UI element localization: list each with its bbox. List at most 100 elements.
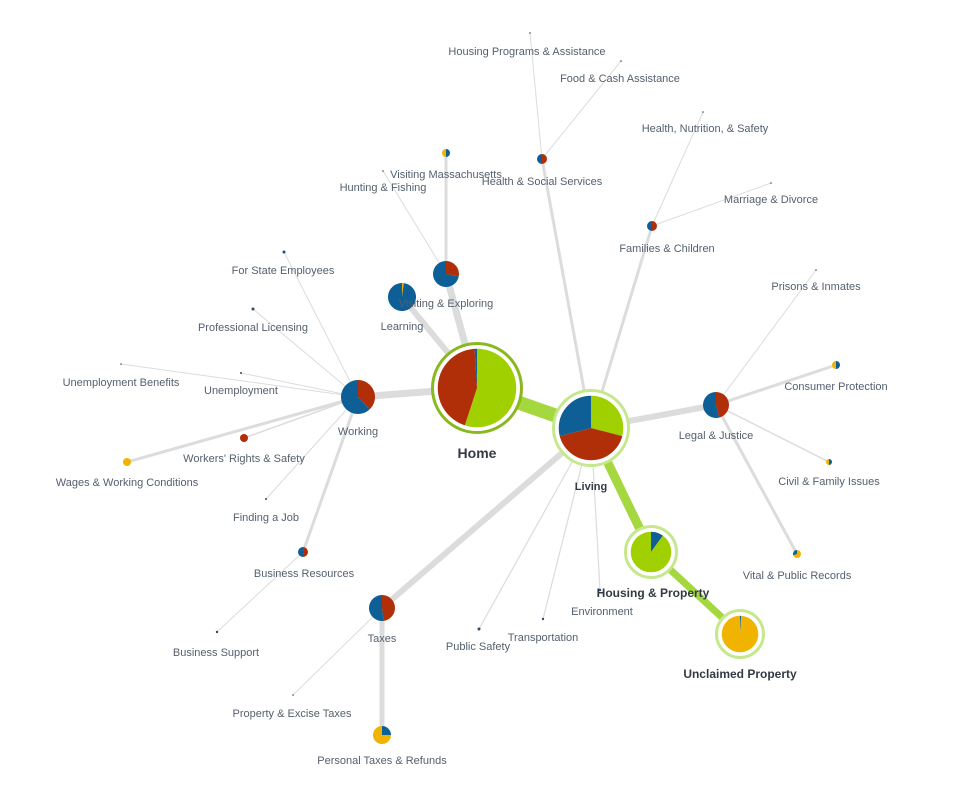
node-legal-justice[interactable]: [703, 392, 730, 419]
node-food-cash[interactable]: [620, 60, 622, 62]
node-learning-slice-blue: [388, 283, 417, 312]
edge-working-to-professional-licensing: [252, 308, 359, 398]
node-marriage-divorce[interactable]: [770, 182, 772, 184]
label-business-resources[interactable]: Business Resources: [254, 568, 355, 580]
label-working[interactable]: Working: [338, 426, 378, 438]
node-unclaimed-property[interactable]: [715, 609, 765, 659]
label-unemployment[interactable]: Unemployment: [204, 385, 278, 397]
node-housing-property[interactable]: [624, 525, 678, 579]
label-personal-taxes[interactable]: Personal Taxes & Refunds: [317, 755, 447, 767]
label-hunting-fishing[interactable]: Hunting & Fishing: [340, 182, 427, 194]
node-visiting-exploring[interactable]: [432, 261, 459, 287]
label-state-employees[interactable]: For State Employees: [232, 265, 335, 277]
label-unemployment-benefits[interactable]: Unemployment Benefits: [63, 377, 180, 389]
node-consumer-protection-slice-blue: [836, 361, 840, 369]
node-unemployment-dot: [240, 372, 242, 374]
label-marriage-divorce[interactable]: Marriage & Divorce: [724, 194, 818, 206]
label-environment[interactable]: Environment: [571, 606, 633, 618]
node-business-support[interactable]: [215, 630, 219, 634]
edge-legal-justice-to-consumer-protection: [714, 363, 838, 407]
edge-health-social-to-food-cash: [541, 60, 622, 160]
node-finding-job[interactable]: [265, 498, 267, 500]
edge-working-to-wages: [125, 395, 360, 464]
edge-taxes-to-property-excise: [292, 607, 383, 696]
node-families-children-slice-red: [652, 221, 657, 231]
label-transportation[interactable]: Transportation: [508, 632, 579, 644]
node-vital-records[interactable]: [793, 550, 801, 558]
label-taxes[interactable]: Taxes: [368, 633, 397, 645]
node-housing-property-slice-green: [630, 531, 673, 574]
label-visiting-exploring[interactable]: Visiting & Exploring: [399, 298, 494, 310]
node-business-support-dot: [215, 630, 219, 634]
node-unemployment[interactable]: [240, 372, 242, 374]
node-consumer-protection-slice-yellow: [832, 361, 836, 369]
label-professional-licensing[interactable]: Professional Licensing: [198, 322, 308, 334]
edge-working-to-state-employees: [283, 251, 359, 398]
edge-working-to-unemployment-benefits: [120, 363, 359, 398]
label-food-cash[interactable]: Food & Cash Assistance: [560, 73, 680, 85]
node-wages-slice-yellow: [123, 458, 131, 466]
label-workers-rights[interactable]: Workers' Rights & Safety: [183, 453, 305, 465]
node-living[interactable]: [552, 389, 630, 467]
node-visiting-ma[interactable]: [442, 149, 450, 157]
node-environment[interactable]: [598, 588, 602, 592]
node-state-employees[interactable]: [282, 250, 286, 254]
edge-families-children-to-marriage-divorce: [651, 182, 772, 227]
label-civil-family[interactable]: Civil & Family Issues: [778, 476, 880, 488]
label-legal-justice[interactable]: Legal & Justice: [679, 430, 754, 442]
node-public-safety-dot: [477, 627, 481, 631]
label-business-support[interactable]: Business Support: [173, 647, 259, 659]
node-health-nutrition[interactable]: [702, 111, 704, 113]
node-health-social[interactable]: [537, 154, 547, 164]
node-business-resources[interactable]: [298, 547, 308, 557]
label-families-children[interactable]: Families & Children: [619, 243, 714, 255]
node-home[interactable]: [431, 342, 523, 434]
node-legal-justice-slice-blue: [703, 392, 720, 419]
node-marriage-divorce-dot: [770, 182, 772, 184]
node-civil-family-slice-yellow: [826, 459, 829, 465]
node-taxes[interactable]: [368, 595, 395, 621]
label-housing-programs[interactable]: Housing Programs & Assistance: [448, 46, 605, 58]
node-public-safety[interactable]: [477, 627, 481, 631]
label-finding-job[interactable]: Finding a Job: [233, 512, 299, 524]
node-civil-family[interactable]: [826, 459, 832, 465]
node-prisons[interactable]: [815, 269, 817, 271]
label-living[interactable]: Living: [575, 481, 607, 493]
label-consumer-protection[interactable]: Consumer Protection: [784, 381, 887, 393]
node-visiting-ma-slice-blue: [446, 149, 450, 157]
label-housing-property[interactable]: Housing & Property: [597, 586, 710, 600]
label-wages[interactable]: Wages & Working Conditions: [56, 477, 199, 489]
node-property-excise[interactable]: [292, 694, 294, 696]
node-learning[interactable]: [388, 283, 417, 312]
label-health-nutrition[interactable]: Health, Nutrition, & Safety: [642, 123, 769, 135]
node-families-children[interactable]: [647, 221, 657, 231]
node-workers-rights-slice-red: [240, 434, 248, 442]
node-working[interactable]: [340, 380, 375, 415]
label-property-excise[interactable]: Property & Excise Taxes: [232, 708, 352, 720]
node-professional-licensing[interactable]: [251, 307, 255, 311]
node-vital-records-slice-blue: [793, 550, 797, 556]
node-wages[interactable]: [123, 458, 131, 466]
label-public-safety[interactable]: Public Safety: [446, 641, 511, 653]
label-learning[interactable]: Learning: [381, 321, 424, 333]
node-food-cash-dot: [620, 60, 622, 62]
label-health-social[interactable]: Health & Social Services: [482, 176, 603, 188]
label-unclaimed-property[interactable]: Unclaimed Property: [683, 667, 797, 681]
label-vital-records[interactable]: Vital & Public Records: [743, 570, 852, 582]
node-families-children-slice-blue: [647, 221, 652, 231]
edge-living-to-taxes: [379, 425, 594, 611]
node-unemployment-benefits[interactable]: [120, 363, 122, 365]
label-home[interactable]: Home: [458, 445, 497, 461]
node-workers-rights[interactable]: [240, 434, 248, 442]
node-personal-taxes[interactable]: [373, 726, 391, 744]
node-consumer-protection[interactable]: [832, 361, 840, 369]
node-housing-programs[interactable]: [529, 32, 531, 34]
node-transportation[interactable]: [541, 617, 545, 621]
node-personal-taxes-slice-blue: [382, 726, 391, 735]
nodes-layer: [120, 32, 840, 744]
label-prisons[interactable]: Prisons & Inmates: [771, 281, 861, 293]
label-visiting-ma[interactable]: Visiting Massachusetts: [390, 169, 502, 181]
edge-working-to-unemployment: [240, 372, 359, 398]
node-hunting-fishing[interactable]: [382, 170, 384, 172]
